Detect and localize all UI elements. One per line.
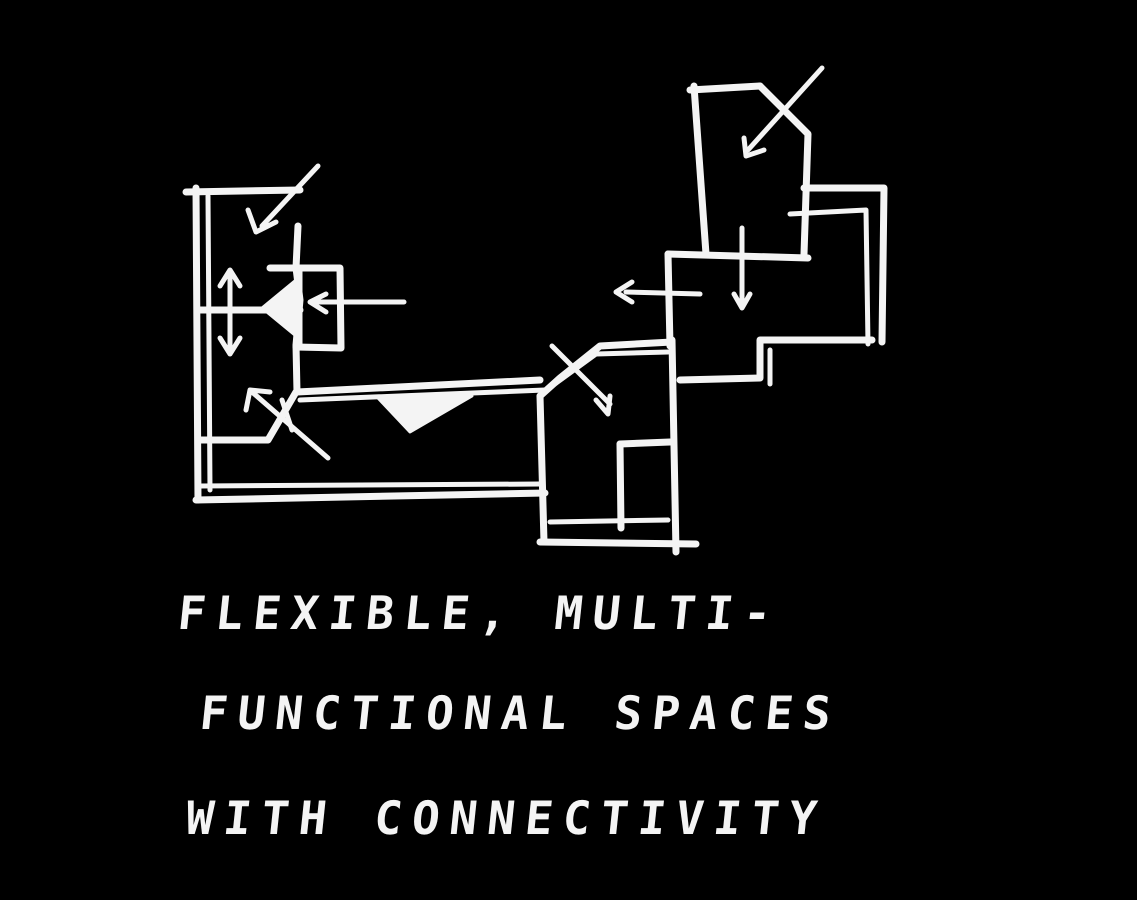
left-wing [182,184,549,504]
connecting-corridor [293,376,548,434]
triangle-marker [376,394,474,434]
arrow-icon [307,291,407,315]
caption-line-3: WITH CONNECTIVITY [183,791,830,845]
caption-line-2: FUNCTIONAL SPACES [197,686,844,740]
arrow-icon [613,279,703,305]
right-wing [613,65,888,387]
triangle-marker [260,278,298,338]
double-arrow-icon [217,267,243,357]
caption-line-1: FLEXIBLE, MULTI- [175,586,784,640]
left-wing-arrows [217,163,407,461]
center-block [536,336,700,556]
arrow-icon [741,65,825,159]
arrow-icon [245,163,321,235]
arrow-icon [731,225,753,311]
